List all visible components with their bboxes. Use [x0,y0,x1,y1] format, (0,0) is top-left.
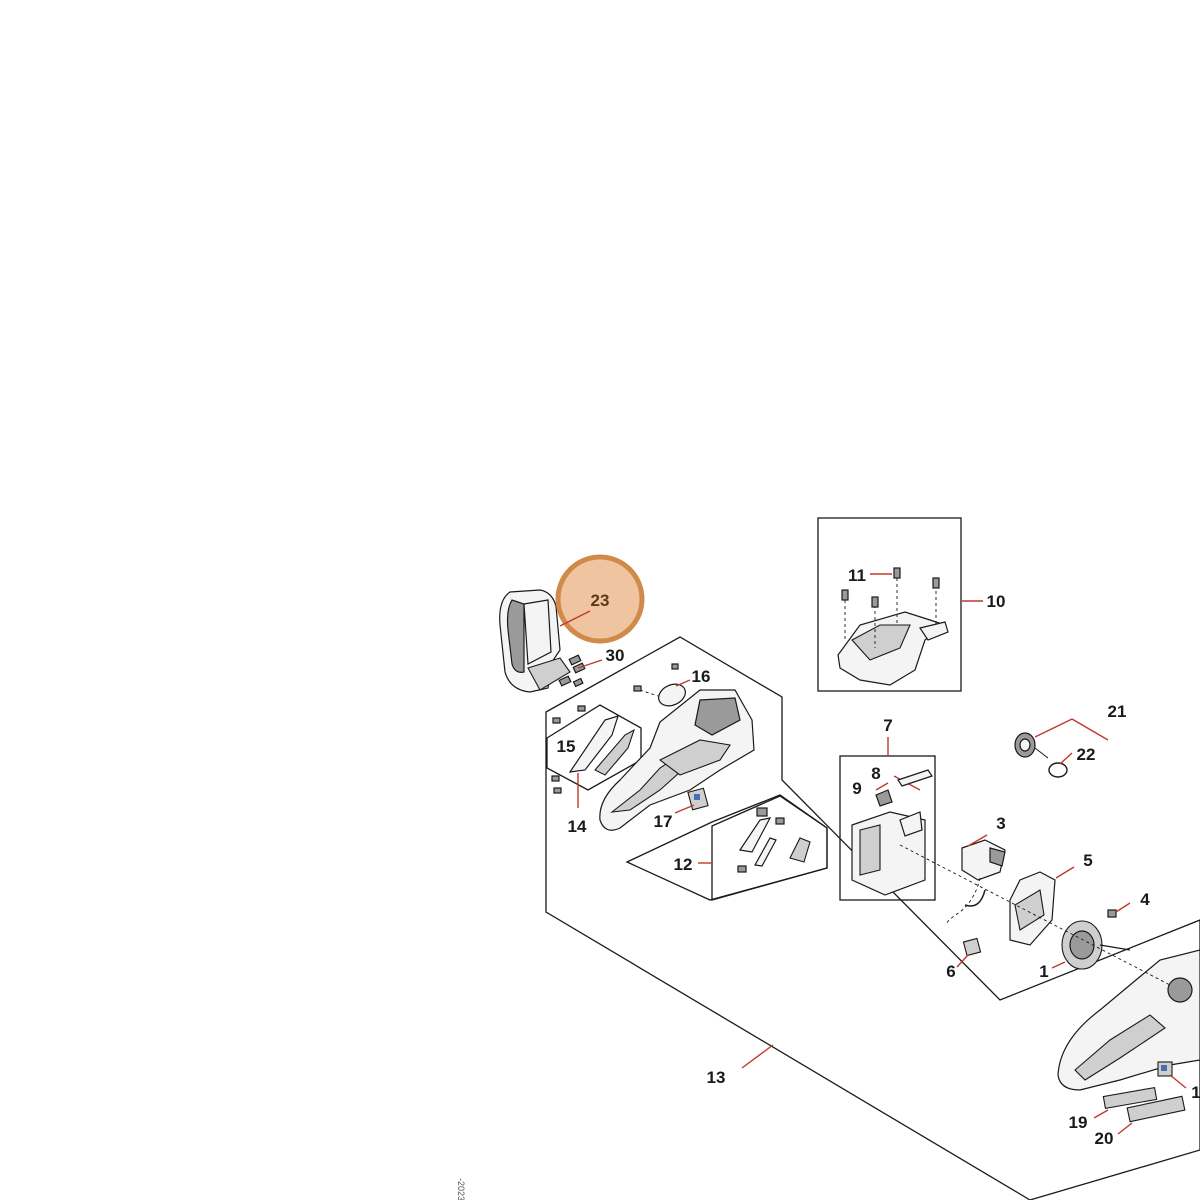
callout-3[interactable]: 3 [996,814,1005,833]
callout-12[interactable]: 12 [674,855,693,874]
callout-18[interactable]: 1 [1191,1083,1200,1102]
callout-14[interactable]: 14 [568,817,587,836]
electronics-part-7[interactable] [851,769,933,896]
bushing-part-4[interactable] [1107,909,1117,918]
callout-15[interactable]: 15 [557,737,576,756]
control-levers-part-12[interactable] [737,807,811,873]
label-part-18[interactable] [1157,1061,1173,1077]
callout-8[interactable]: 8 [871,764,880,783]
label-part-17[interactable] [687,787,709,811]
switch-part-3[interactable] [944,839,1006,926]
top-cover-part-10[interactable] [837,567,949,686]
screws-part-30[interactable] [558,654,586,688]
housing-right-part-13[interactable] [1057,949,1200,1091]
callout-17[interactable]: 17 [654,812,673,831]
housing-left-part-13[interactable] [599,689,755,831]
frame-13-housing-group [545,636,1200,1200]
cap-part-21[interactable] [1014,732,1049,759]
callout-16[interactable]: 16 [692,667,711,686]
callout-22[interactable]: 22 [1077,745,1096,764]
frame-12-inner [711,795,828,901]
callout-20[interactable]: 20 [1095,1129,1114,1148]
cover-part-15[interactable] [551,705,635,794]
oring-part-22[interactable] [1048,762,1068,778]
callout-10[interactable]: 10 [987,592,1006,611]
callout-23: 23 [591,591,610,610]
decal-part-20[interactable] [1126,1095,1186,1123]
callout-30[interactable]: 30 [606,646,625,665]
callout-13[interactable]: 13 [707,1068,726,1087]
callout-1[interactable]: 1 [1039,962,1048,981]
front-handle-part-23[interactable] [499,589,571,693]
decal-part-19[interactable] [1102,1086,1158,1110]
frame-10-top-cover [817,517,962,692]
highlight-marker-23[interactable]: 23 [555,554,645,644]
terminal-part-6[interactable] [962,937,982,957]
callout-5[interactable]: 5 [1083,851,1092,870]
callout-4[interactable]: 4 [1140,890,1150,909]
callout-7[interactable]: 7 [883,716,892,735]
callout-21[interactable]: 21 [1108,702,1127,721]
motor-part-1[interactable] [1061,920,1131,970]
callout-11[interactable]: 11 [848,566,866,585]
duct-part-5[interactable] [1009,871,1056,946]
cover-disc-part-16[interactable] [633,663,689,710]
assembly-axis [899,844,1171,986]
drawing-id: -2023 [456,1178,466,1200]
callout-9[interactable]: 9 [852,779,861,798]
callout-19[interactable]: 19 [1069,1113,1088,1132]
callout-6[interactable]: 6 [946,962,955,981]
